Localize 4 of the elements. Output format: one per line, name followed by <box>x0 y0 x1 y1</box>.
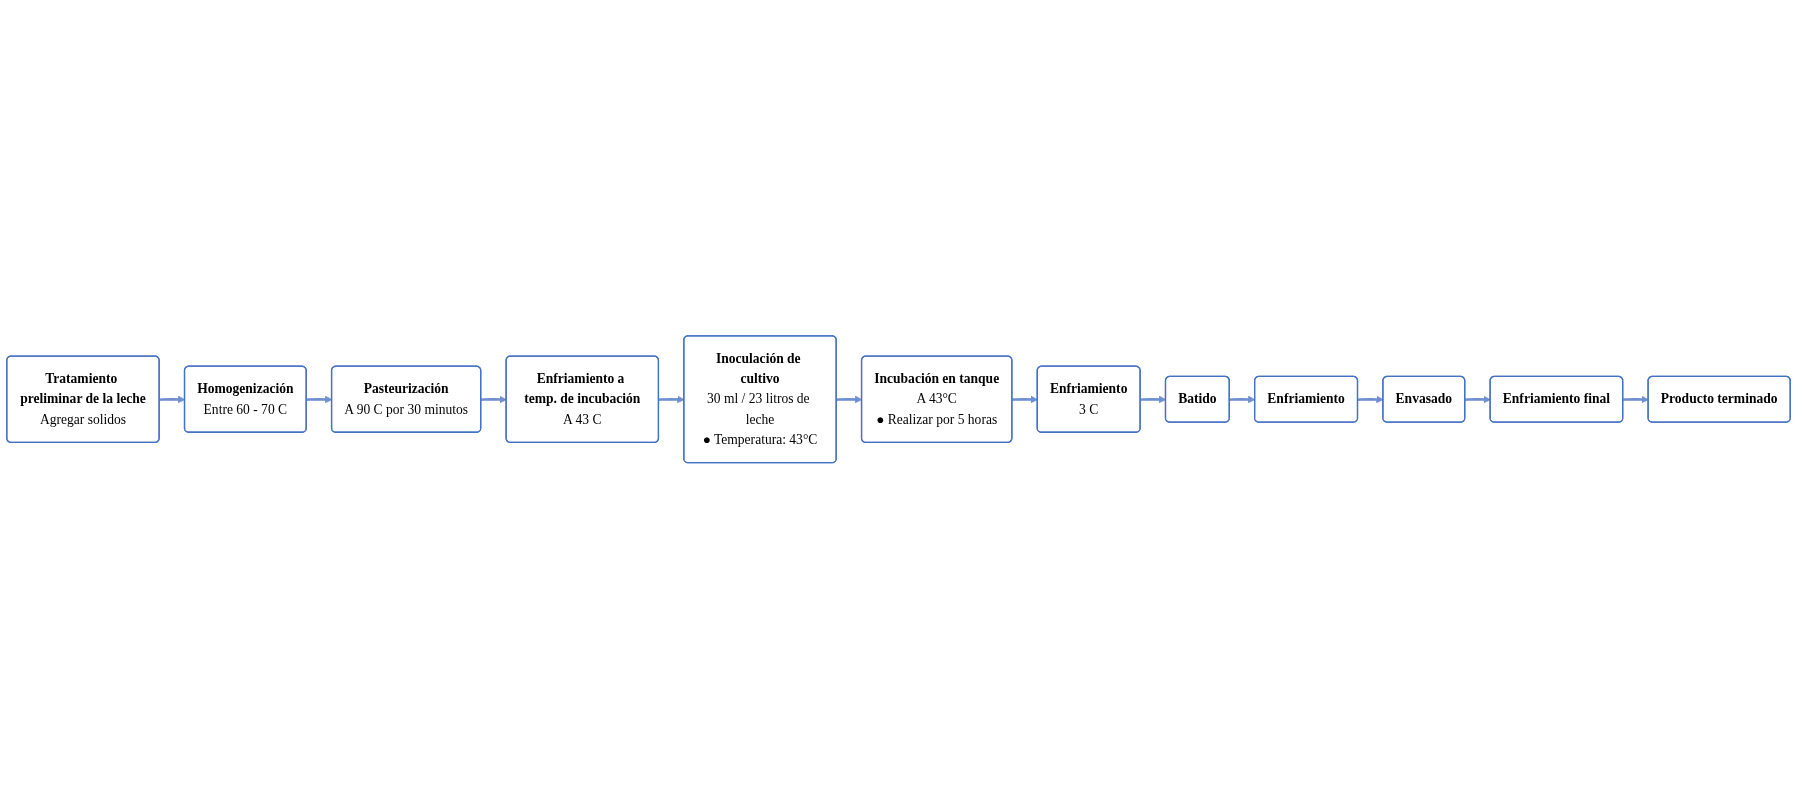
arrow <box>1012 395 1038 404</box>
arrow <box>481 395 507 404</box>
arrow <box>1465 395 1491 404</box>
arrow <box>1623 395 1649 404</box>
